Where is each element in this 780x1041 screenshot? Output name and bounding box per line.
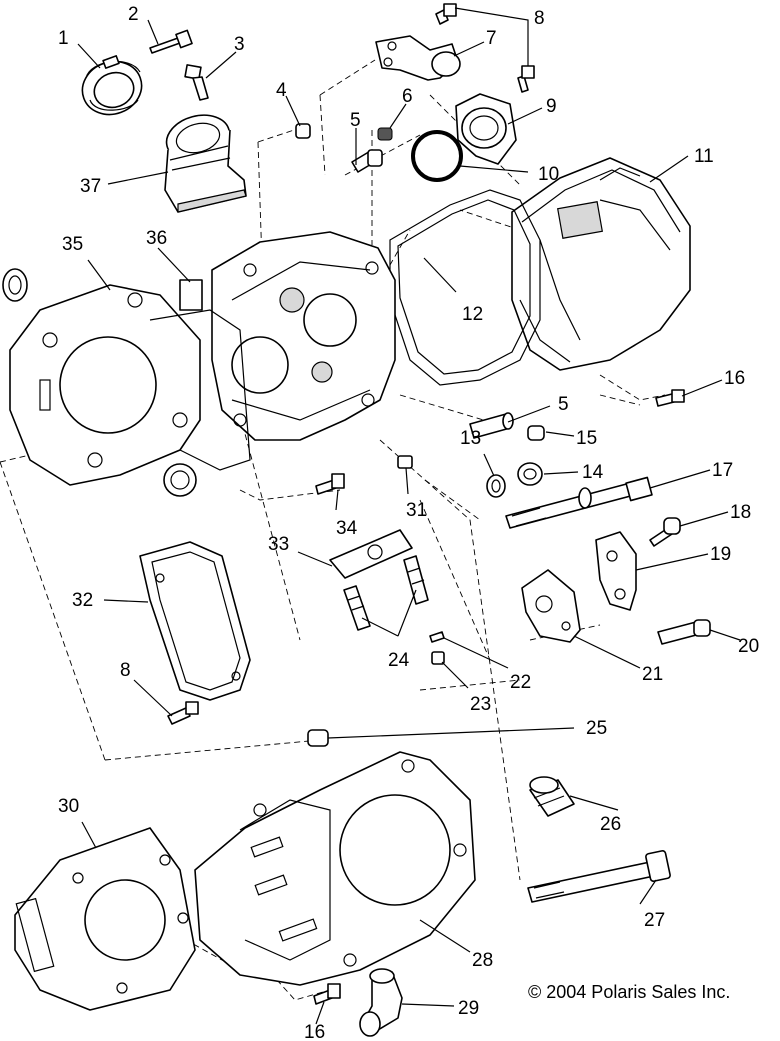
- callout-6: 6: [402, 86, 413, 107]
- head-gasket: [9, 284, 251, 486]
- callout-27: 27: [644, 910, 665, 931]
- callout-9: 9: [546, 96, 557, 117]
- long-bolt-27: [527, 849, 671, 903]
- bolt-8-lower: [167, 701, 199, 725]
- bracket-21: [521, 569, 581, 643]
- callout-30: 30: [58, 796, 79, 817]
- callout-20: 20: [738, 636, 759, 657]
- thermostat-cover: [455, 93, 517, 165]
- seal-lower: [163, 463, 197, 497]
- long-bolt-17: [505, 476, 653, 529]
- key-31: [397, 455, 413, 469]
- callout-21: 21: [642, 664, 663, 685]
- base-gasket: [14, 827, 196, 1011]
- dowel-4: [295, 123, 311, 139]
- cylinder: [194, 751, 476, 986]
- callout-29: 29: [458, 998, 479, 1019]
- callout-32: 32: [72, 590, 93, 611]
- bolts-8-upper: [435, 3, 535, 93]
- callout-3: 3: [234, 34, 245, 55]
- gasket-33: [329, 529, 413, 579]
- bolt-3: [184, 64, 209, 101]
- callout-16-lower: 16: [304, 1022, 325, 1041]
- callout-37: 37: [80, 176, 101, 197]
- callout-5-lower: 5: [558, 394, 569, 415]
- copyright-notice: © 2004 Polaris Sales Inc.: [528, 982, 730, 1002]
- bolt-18: [649, 517, 681, 547]
- cylinder-head-upper: [179, 231, 396, 441]
- callout-28: 28: [472, 950, 493, 971]
- callout-10: 10: [538, 164, 559, 185]
- callout-12: 12: [462, 304, 483, 325]
- seal-ring: [2, 268, 28, 302]
- bolt-34: [315, 473, 345, 495]
- cap-15: [527, 425, 545, 441]
- valve-guide-upper: [351, 149, 383, 173]
- callout-14: 14: [582, 462, 604, 483]
- callout-35: 35: [62, 234, 83, 255]
- callout-16-upper: 16: [724, 368, 745, 389]
- fitting-26: [529, 776, 575, 817]
- callout-2: 2: [128, 4, 139, 25]
- callout-31: 31: [406, 500, 427, 521]
- callout-4: 4: [276, 80, 287, 101]
- callout-1: 1: [58, 28, 69, 49]
- intake-boot: [164, 114, 247, 213]
- valve-cover: [511, 157, 691, 371]
- bolt-20: [657, 619, 711, 645]
- callout-17: 17: [712, 460, 733, 481]
- elbow-fitting: [359, 968, 403, 1037]
- callout-8-lower: 8: [120, 660, 131, 681]
- callout-26: 26: [600, 814, 621, 835]
- callout-19: 19: [710, 544, 731, 565]
- callout-34: 34: [336, 518, 358, 539]
- washer-13: [486, 474, 506, 498]
- callout-18: 18: [730, 502, 751, 523]
- pin-22: [429, 631, 445, 643]
- callout-22: 22: [510, 672, 531, 693]
- callout-36: 36: [146, 228, 167, 249]
- dowel-25: [307, 729, 329, 747]
- callout-7: 7: [486, 28, 497, 49]
- cap-6: [377, 127, 393, 141]
- hose-clamp: [81, 55, 143, 116]
- callout-25: 25: [586, 718, 607, 739]
- bracket-19: [595, 531, 637, 611]
- callout-33: 33: [268, 534, 289, 555]
- callout-8-upper: 8: [534, 8, 545, 29]
- pin-23: [431, 651, 445, 665]
- callout-11: 11: [694, 146, 714, 167]
- bolt-2: [149, 29, 193, 54]
- thermostat-housing: [375, 35, 461, 81]
- leader-lines: [77, 7, 741, 1025]
- callout-23: 23: [470, 694, 491, 715]
- valve-cover-gasket: [389, 189, 541, 386]
- o-ring: [411, 130, 463, 182]
- valve-guide-lower: [469, 412, 514, 439]
- bolt-16-lower: [313, 983, 341, 1005]
- callout-15: 15: [576, 428, 597, 449]
- callout-24: 24: [388, 650, 410, 671]
- plug-14: [517, 462, 543, 486]
- side-cover-gasket: [139, 541, 251, 701]
- callout-5-upper: 5: [350, 110, 361, 131]
- callout-labels: 1 2 3 4 5 6 7 8 9 10 11 12 35 36 37 16 5…: [58, 4, 759, 1041]
- callout-13: 13: [460, 428, 481, 449]
- bolt-16-upper: [655, 389, 685, 407]
